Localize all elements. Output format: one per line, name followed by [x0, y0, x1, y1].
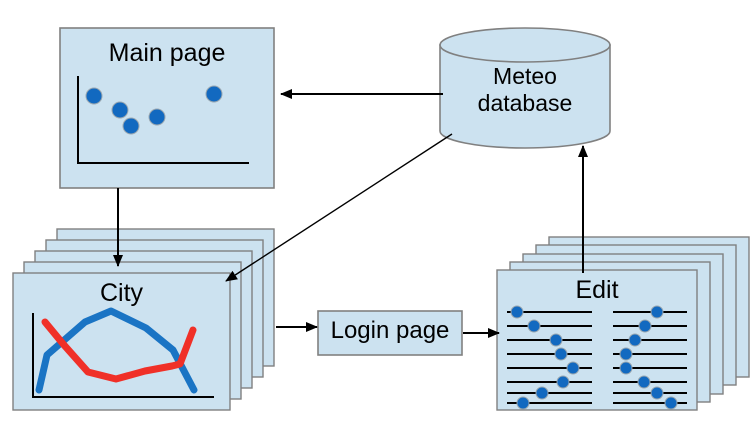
edge-database-to-city: [225, 133, 453, 282]
edit-slider-rows-left: [507, 305, 592, 410]
edit-handle-l3: [549, 333, 563, 347]
edit-handle-r3: [628, 333, 642, 347]
node-edit-stack[interactable]: [496, 236, 750, 411]
edit-handle-l8: [516, 396, 530, 410]
city-series-red: [41, 318, 197, 383]
scatter-point-4: [148, 108, 166, 126]
edit-handle-r6: [637, 375, 651, 389]
main-page-chart-axes: [77, 76, 249, 164]
edit-handle-l5: [566, 361, 580, 375]
main-page-box[interactable]: [59, 27, 275, 189]
scatter-point-1: [85, 87, 103, 105]
edit-handle-l2: [527, 319, 541, 333]
edit-handle-l7: [535, 386, 549, 400]
edit-slider-rows-right: [613, 305, 687, 410]
edit-handle-r2: [638, 319, 652, 333]
edit-handle-l6: [556, 375, 570, 389]
edit-handle-r4: [619, 347, 633, 361]
edit-handle-r8: [664, 396, 678, 410]
edit-handle-r7: [650, 386, 664, 400]
node-city-stack[interactable]: [12, 228, 275, 411]
city-series-blue: [35, 307, 198, 394]
scatter-point-5: [205, 85, 223, 103]
edit-handle-r5: [619, 361, 633, 375]
scatter-point-2: [111, 101, 129, 119]
node-login-page[interactable]: [317, 310, 463, 356]
login-page-box[interactable]: [317, 310, 463, 356]
cylinder-body[interactable]: [439, 44, 611, 149]
node-meteo-database[interactable]: [439, 27, 611, 149]
edit-handle-l4: [554, 347, 568, 361]
scatter-point-3: [122, 117, 140, 135]
cylinder-top: [439, 27, 611, 63]
node-main-page[interactable]: [59, 27, 275, 189]
edit-handle-r1: [650, 305, 664, 319]
city-chart-axes: [32, 313, 214, 398]
edges-layer: [113, 89, 588, 338]
edit-handle-l1: [510, 305, 524, 319]
